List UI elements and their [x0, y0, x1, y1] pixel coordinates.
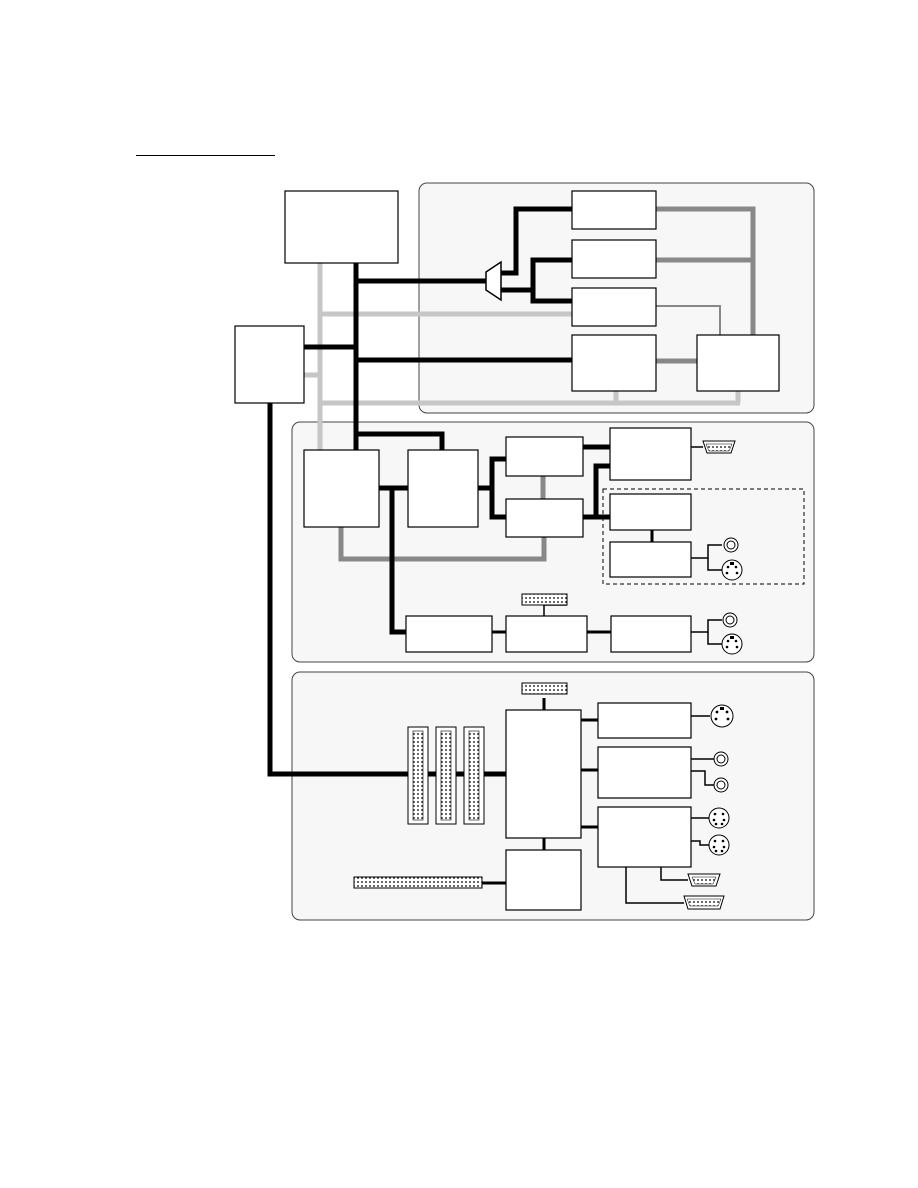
heading-underline — [136, 155, 275, 156]
upper-block-2 — [571, 239, 657, 279]
parallel-port-icon — [683, 895, 725, 910]
rca-jack-icon — [713, 751, 729, 767]
bridge-block — [234, 325, 305, 404]
vga-port-icon — [702, 440, 736, 454]
thin-links — [655, 305, 721, 335]
upper-block-5 — [696, 334, 780, 392]
processor-bus — [267, 206, 610, 777]
lower-block-3 — [597, 702, 692, 739]
middle-block-2 — [407, 449, 479, 528]
mini-din-icon — [721, 633, 743, 655]
lower-block-1 — [505, 709, 582, 839]
lower-block-4 — [597, 746, 692, 799]
lower-block-5 — [597, 806, 692, 868]
middle-block-5 — [609, 427, 692, 481]
middle-block-1 — [303, 449, 380, 528]
serial-port-icon — [687, 873, 721, 887]
optional-module-boundary — [602, 488, 805, 585]
expansion-slot-icon — [435, 726, 457, 825]
rca-jack-icon — [723, 537, 739, 553]
pin-header-icon — [521, 593, 568, 606]
middle-block-8 — [405, 615, 493, 653]
rca-jack-icon — [713, 777, 729, 793]
expansion-slot-icon — [407, 726, 429, 825]
mini-din-icon — [721, 559, 743, 581]
middle-block-7 — [609, 541, 692, 578]
mini-din-icon — [710, 704, 734, 728]
upper-block-4 — [571, 334, 657, 392]
processor-block — [284, 190, 399, 264]
middle-block-6 — [609, 493, 692, 531]
blocks — [234, 190, 780, 911]
multiplexer-symbol — [485, 260, 502, 302]
control-bus — [304, 263, 741, 450]
upper-block-1 — [571, 190, 657, 230]
fine-links — [543, 446, 722, 904]
pin-header-icon — [521, 682, 568, 695]
upper-block-3 — [571, 287, 657, 327]
ps2-port-icon — [708, 834, 730, 856]
long-header-icon — [353, 876, 483, 889]
middle-block-4 — [505, 498, 584, 538]
middle-block-10 — [610, 615, 692, 653]
middle-block-9 — [505, 615, 588, 653]
memory-bus — [338, 206, 756, 562]
expansion-slot-icon — [463, 726, 485, 825]
rca-jack-icon — [722, 612, 738, 628]
ps2-port-icon — [708, 807, 730, 829]
middle-block-3 — [505, 436, 584, 477]
lower-block-2 — [505, 849, 582, 911]
